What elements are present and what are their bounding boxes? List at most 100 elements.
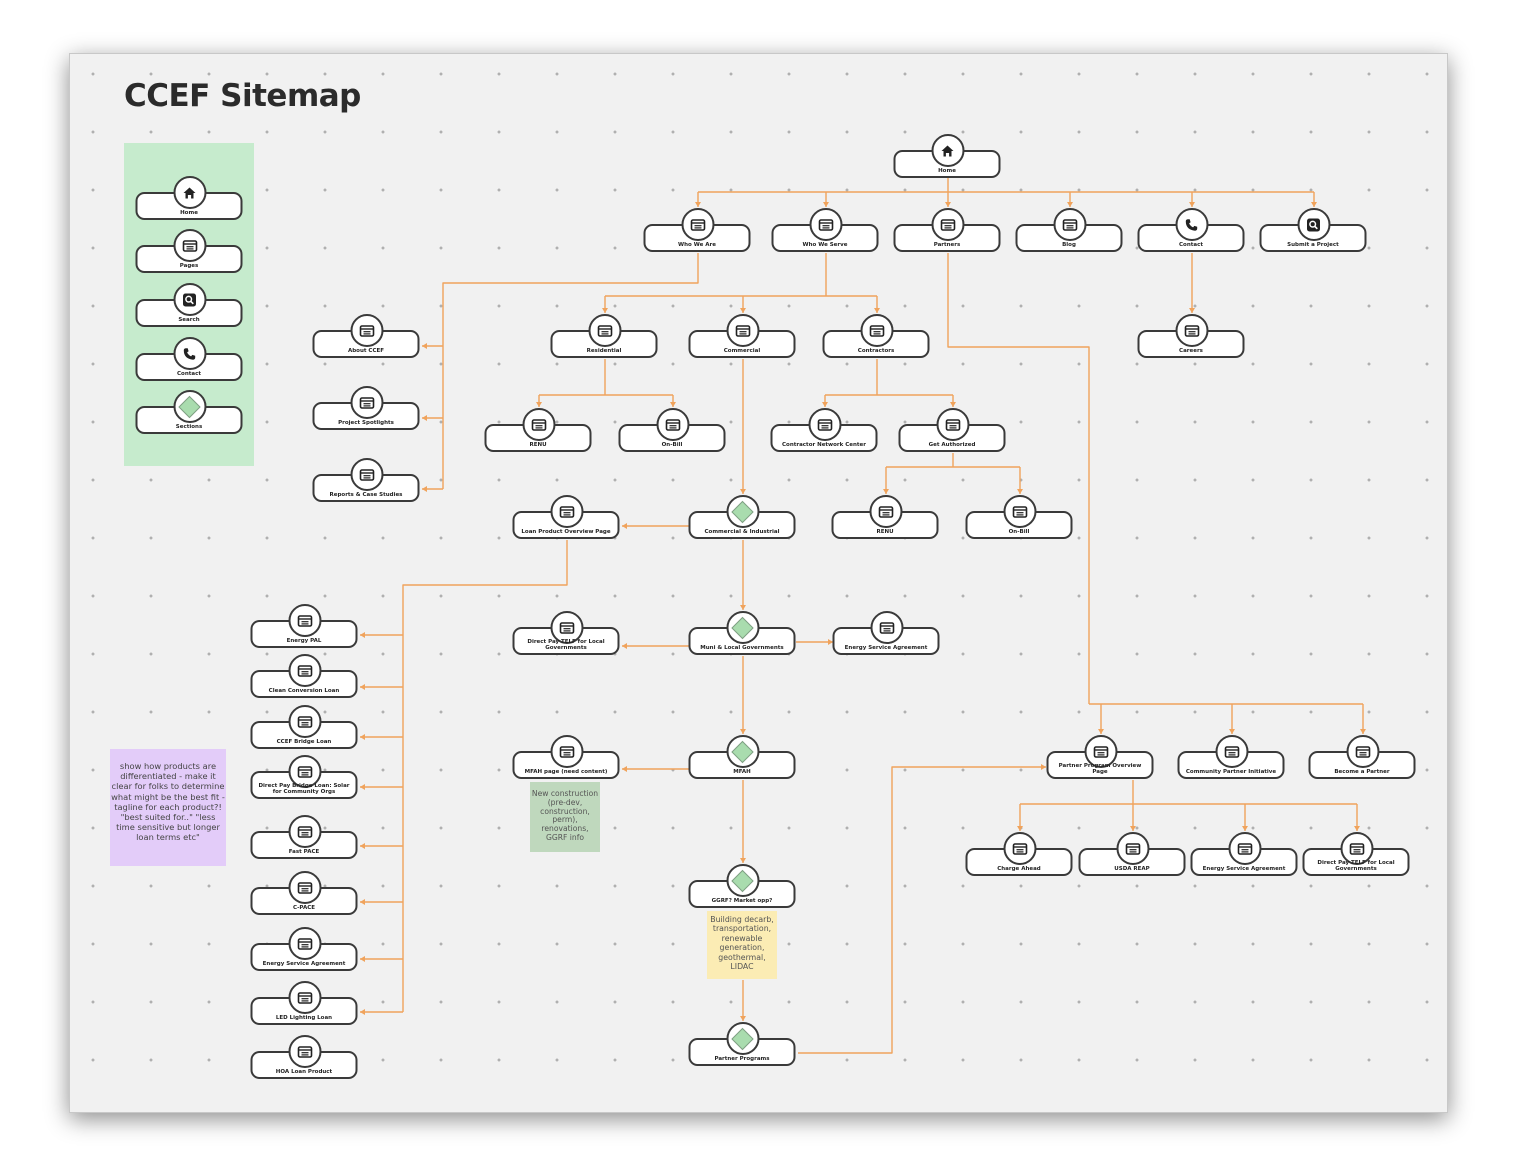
node-c-pace[interactable]: C-PACE — [250, 871, 358, 915]
connector-arrowhead — [883, 489, 889, 494]
connector-arrowhead — [360, 843, 365, 849]
node-loan-overview[interactable]: Loan Product Overview Page — [512, 495, 620, 539]
node-commercial[interactable]: Commercial — [688, 314, 796, 358]
node-esa-partner[interactable]: Energy Service Agreement — [1190, 832, 1298, 876]
node-home[interactable]: Home — [893, 134, 1001, 178]
node-who-we-serve[interactable]: Who We Serve — [771, 208, 879, 252]
node-label: Partner Programs — [714, 1056, 770, 1062]
node-comm-ind[interactable]: Commercial & Industrial — [688, 495, 796, 539]
node-label: Sections — [175, 424, 203, 430]
legend-item-home[interactable]: Home — [135, 176, 243, 220]
page-icon — [350, 314, 383, 347]
node-careers[interactable]: Careers — [1137, 314, 1245, 358]
node-label: Direct Pay TELF for Local Governments — [1317, 860, 1395, 872]
node-esa-muni[interactable]: Energy Service Agreement — [832, 611, 940, 655]
node-direct-pay-muni[interactable]: Direct Pay TELF for Local Governments — [512, 611, 620, 655]
connector-arrowhead — [874, 308, 880, 313]
connector-arrowhead — [695, 202, 701, 207]
node-partners[interactable]: Partners — [893, 208, 1001, 252]
connector-arrowhead — [740, 858, 746, 863]
node-usda-reap[interactable]: USDA REAP — [1078, 832, 1186, 876]
node-charge-ahead[interactable]: Charge Ahead — [965, 832, 1073, 876]
node-hoa[interactable]: HOA Loan Product — [250, 1035, 358, 1079]
node-label: Partner Program Overview Page — [1058, 763, 1142, 775]
connector-arrowhead — [1017, 826, 1023, 831]
page-icon — [1340, 832, 1373, 865]
connector-arrowhead — [1360, 729, 1366, 734]
node-cnc[interactable]: Contractor Network Center — [770, 408, 878, 452]
sticky-note-mfah-content[interactable]: New construction (pre-dev, construction,… — [530, 782, 600, 852]
connector-arrowhead — [360, 956, 365, 962]
node-mfah-page[interactable]: MFAH page (need content) — [512, 735, 620, 779]
page-icon — [870, 611, 903, 644]
node-partner-overview[interactable]: Partner Program Overview Page — [1046, 735, 1154, 779]
connector-arrowhead — [360, 684, 365, 690]
legend-item-contact[interactable]: Contact — [135, 337, 243, 381]
node-renu-auth[interactable]: RENU — [831, 495, 939, 539]
node-label: GGRF? Market opp? — [711, 898, 773, 904]
connector-arrowhead — [1041, 764, 1046, 770]
page-icon — [550, 495, 583, 528]
node-onbill-res[interactable]: On-Bill — [618, 408, 726, 452]
connector-arrowhead — [1067, 202, 1073, 207]
node-ggrf[interactable]: GGRF? Market opp? — [688, 864, 796, 908]
node-label: Project Spotlights — [338, 420, 394, 426]
sticky-note-product-differentiation[interactable]: show how products are differentiated - m… — [110, 749, 226, 866]
node-partner-programs[interactable]: Partner Programs — [688, 1022, 796, 1066]
node-about[interactable]: About CCEF — [312, 314, 420, 358]
node-label: Get Authorized — [928, 442, 976, 448]
node-led[interactable]: LED Lighting Loan — [250, 981, 358, 1025]
legend-item-search[interactable]: Search — [135, 283, 243, 327]
node-residential[interactable]: Residential — [550, 314, 658, 358]
page-icon — [1003, 495, 1036, 528]
page-icon — [173, 229, 206, 262]
page-icon — [1346, 735, 1379, 768]
node-direct-pay-partner[interactable]: Direct Pay TELF for Local Governments — [1302, 832, 1410, 876]
diamond-icon — [726, 1022, 759, 1055]
node-contractors[interactable]: Contractors — [822, 314, 930, 358]
node-label: Loan Product Overview Page — [521, 529, 611, 535]
page-icon — [681, 208, 714, 241]
node-bridge-loan[interactable]: CCEF Bridge Loan — [250, 705, 358, 749]
node-energy-pal[interactable]: Energy PAL — [250, 604, 358, 648]
node-label: Energy Service Agreement — [844, 645, 928, 651]
node-label: Energy Service Agreement — [262, 961, 346, 967]
node-contact[interactable]: Contact — [1137, 208, 1245, 252]
page-icon — [288, 871, 321, 904]
node-label: Direct Pay Bridge Loan: Solar for Commun… — [258, 783, 350, 795]
connector-arrowhead — [602, 308, 608, 313]
node-who-we-are[interactable]: Who We Are — [643, 208, 751, 252]
page-icon — [522, 408, 555, 441]
node-esa-loans[interactable]: Energy Service Agreement — [250, 927, 358, 971]
node-label: Fast PACE — [288, 849, 320, 855]
page-icon — [1084, 735, 1117, 768]
node-onbill-auth[interactable]: On-Bill — [965, 495, 1073, 539]
node-submit-project[interactable]: Submit a Project — [1259, 208, 1367, 252]
node-label: Who We Are — [678, 242, 716, 248]
page-icon — [808, 408, 841, 441]
search-icon — [1297, 208, 1330, 241]
sticky-note-ggrf-topics[interactable]: Building decarb, transportation, renewab… — [707, 911, 777, 979]
node-label: Commercial & Industrial — [704, 529, 780, 535]
connector-arrowhead — [422, 415, 427, 421]
node-fast-pace[interactable]: Fast PACE — [250, 815, 358, 859]
legend-item-sections[interactable]: Sections — [135, 390, 243, 434]
node-label: Charge Ahead — [997, 866, 1041, 872]
node-muni[interactable]: Muni & Local Governments — [688, 611, 796, 655]
legend-item-pages[interactable]: Pages — [135, 229, 243, 273]
connector-arrowhead — [622, 766, 627, 772]
node-get-auth[interactable]: Get Authorized — [898, 408, 1006, 452]
page-icon — [350, 458, 383, 491]
connector-arrowhead — [740, 1016, 746, 1021]
node-mfah[interactable]: MFAH — [688, 735, 796, 779]
node-reports[interactable]: Reports & Case Studies — [312, 458, 420, 502]
node-direct-pay-bridge[interactable]: Direct Pay Bridge Loan: Solar for Commun… — [250, 755, 358, 799]
node-community-partner[interactable]: Community Partner Initiative — [1177, 735, 1285, 779]
node-label: Energy PAL — [286, 638, 322, 644]
node-label: LED Lighting Loan — [275, 1015, 333, 1021]
node-renu-res[interactable]: RENU — [484, 408, 592, 452]
node-blog[interactable]: Blog — [1015, 208, 1123, 252]
node-clean-conversion[interactable]: Clean Conversion Loan — [250, 654, 358, 698]
node-become-partner[interactable]: Become a Partner — [1308, 735, 1416, 779]
node-spotlights[interactable]: Project Spotlights — [312, 386, 420, 430]
